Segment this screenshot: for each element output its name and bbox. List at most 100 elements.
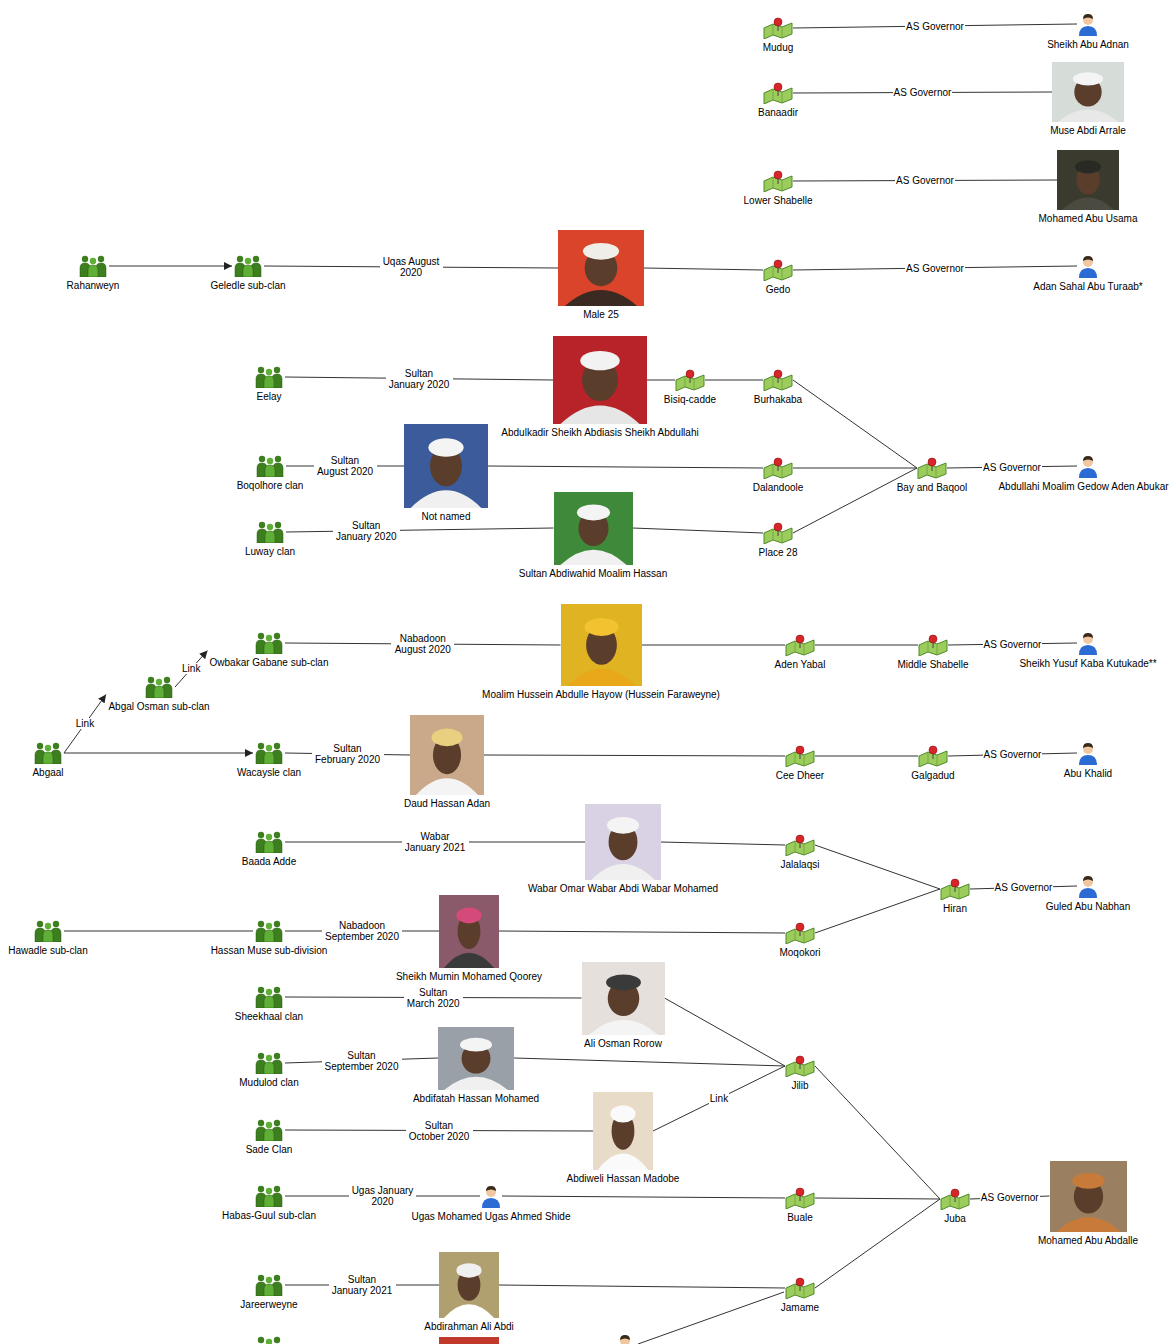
node-icon [675, 369, 705, 391]
figure-head [274, 1120, 280, 1126]
edge-label: Sultan September 2020 [322, 1050, 402, 1072]
person-hair [1083, 14, 1093, 19]
icon-graphic [253, 366, 285, 388]
edge-label: Uqas August 2020 [380, 256, 443, 278]
edge-label: AS Governor [905, 263, 965, 274]
node-label: Male 25 [558, 309, 644, 321]
photo-background [582, 962, 665, 1035]
figure-body [265, 465, 275, 477]
photo-clothing [444, 1304, 494, 1318]
node-icon [1077, 874, 1099, 898]
figure-head [274, 1053, 280, 1059]
region-node: Banaadir [757, 82, 800, 119]
icon-graphic [763, 82, 793, 104]
icon-graphic [438, 1027, 514, 1090]
edge-label: AS Governor [895, 175, 955, 186]
figure-head [90, 258, 96, 264]
region-node: Aden Yabal [774, 634, 827, 671]
clan-node: Rahanweyn [66, 255, 121, 292]
connector [793, 380, 917, 468]
photo-background [554, 492, 633, 565]
photo-clothing [561, 406, 640, 424]
photo-clothing [565, 290, 637, 306]
figure-head [266, 635, 272, 641]
node-icon [32, 742, 64, 764]
region-node: Buale [785, 1187, 815, 1224]
photo-node: Abdulkadir Sheikh Abdiasis Sheikh Abdull… [500, 336, 700, 439]
figure-head [258, 921, 264, 927]
photo-background [593, 1092, 653, 1170]
edge-label: Wabar January 2021 [402, 831, 469, 853]
figure-head [274, 367, 280, 373]
node-label: Lower Shabelle [743, 195, 814, 207]
region-node: Gedo [763, 259, 793, 296]
node-icon [253, 1052, 285, 1074]
figure-head [266, 1339, 272, 1344]
figure-head [267, 458, 273, 464]
edge-label: Link [75, 718, 95, 729]
connector [175, 651, 208, 688]
node-label: Sheekhaal clan [234, 1011, 305, 1023]
photo-clothing [411, 490, 482, 508]
node-icon [253, 920, 285, 942]
icon-graphic [675, 369, 705, 391]
node-icon [785, 1277, 815, 1299]
node-icon [253, 632, 285, 654]
icon-graphic [785, 745, 815, 767]
photo-headwear [1072, 1173, 1104, 1189]
clan-node: Abgaal [31, 742, 65, 779]
node-icon [940, 1188, 970, 1210]
connector [815, 645, 918, 646]
icon-graphic [254, 455, 286, 477]
clan-node: Luway clan [244, 521, 297, 558]
region-node: Middle Shabelle [896, 634, 970, 671]
connector [499, 1285, 785, 1288]
node-icon [404, 424, 488, 508]
node-icon [763, 522, 793, 544]
node-icon [1077, 454, 1099, 478]
photo-node: Muse Abdi Arrale [1049, 62, 1127, 137]
node-icon [554, 492, 633, 565]
figure-head [82, 256, 88, 262]
cut-person-icon [620, 1335, 630, 1344]
node-label: Juba [940, 1213, 970, 1225]
figure-body [88, 265, 98, 277]
connector [502, 1196, 785, 1198]
pin-head [796, 746, 804, 754]
photo-node: Daud Hassan Adan [403, 715, 492, 810]
node-label: Sheikh Mumin Mohamed Qoorey [395, 971, 544, 983]
cut-photo [439, 1337, 499, 1344]
person-head [1083, 15, 1093, 25]
person-hair [1083, 876, 1093, 881]
edge-label: AS Governor [980, 1192, 1040, 1203]
icon-graphic [232, 255, 264, 277]
photo-headwear [607, 817, 639, 834]
node-label: Daud Hassan Adan [403, 798, 492, 810]
node-icon [253, 986, 285, 1008]
node-label: Rahanweyn [66, 280, 121, 292]
node-label: Dalandoole [752, 482, 805, 494]
figure-head [53, 921, 59, 927]
node-icon [785, 1055, 815, 1077]
node-icon [763, 457, 793, 479]
pin-head [796, 635, 804, 643]
icon-graphic [253, 1185, 285, 1207]
node-label: Abdifatah Hassan Mohamed [412, 1093, 541, 1105]
clan-node: Boqolhore clan [236, 455, 305, 492]
connector [644, 268, 763, 270]
photo-headwear [456, 1263, 481, 1278]
figure-head [148, 677, 154, 683]
node-label: Jareerweyne [239, 1299, 299, 1311]
node-label: Geledle sub-clan [209, 280, 287, 292]
figure-body [264, 1284, 274, 1296]
photo-background [439, 1252, 499, 1318]
photo-headwear [584, 618, 618, 636]
person-node: Sheikh Abu Adnan [1046, 12, 1130, 51]
node-icon [254, 521, 286, 543]
person-node: Guled Abu Nabhan [1045, 874, 1132, 913]
connector [64, 753, 253, 754]
figure-head [266, 1055, 272, 1061]
pin-head [686, 370, 694, 378]
